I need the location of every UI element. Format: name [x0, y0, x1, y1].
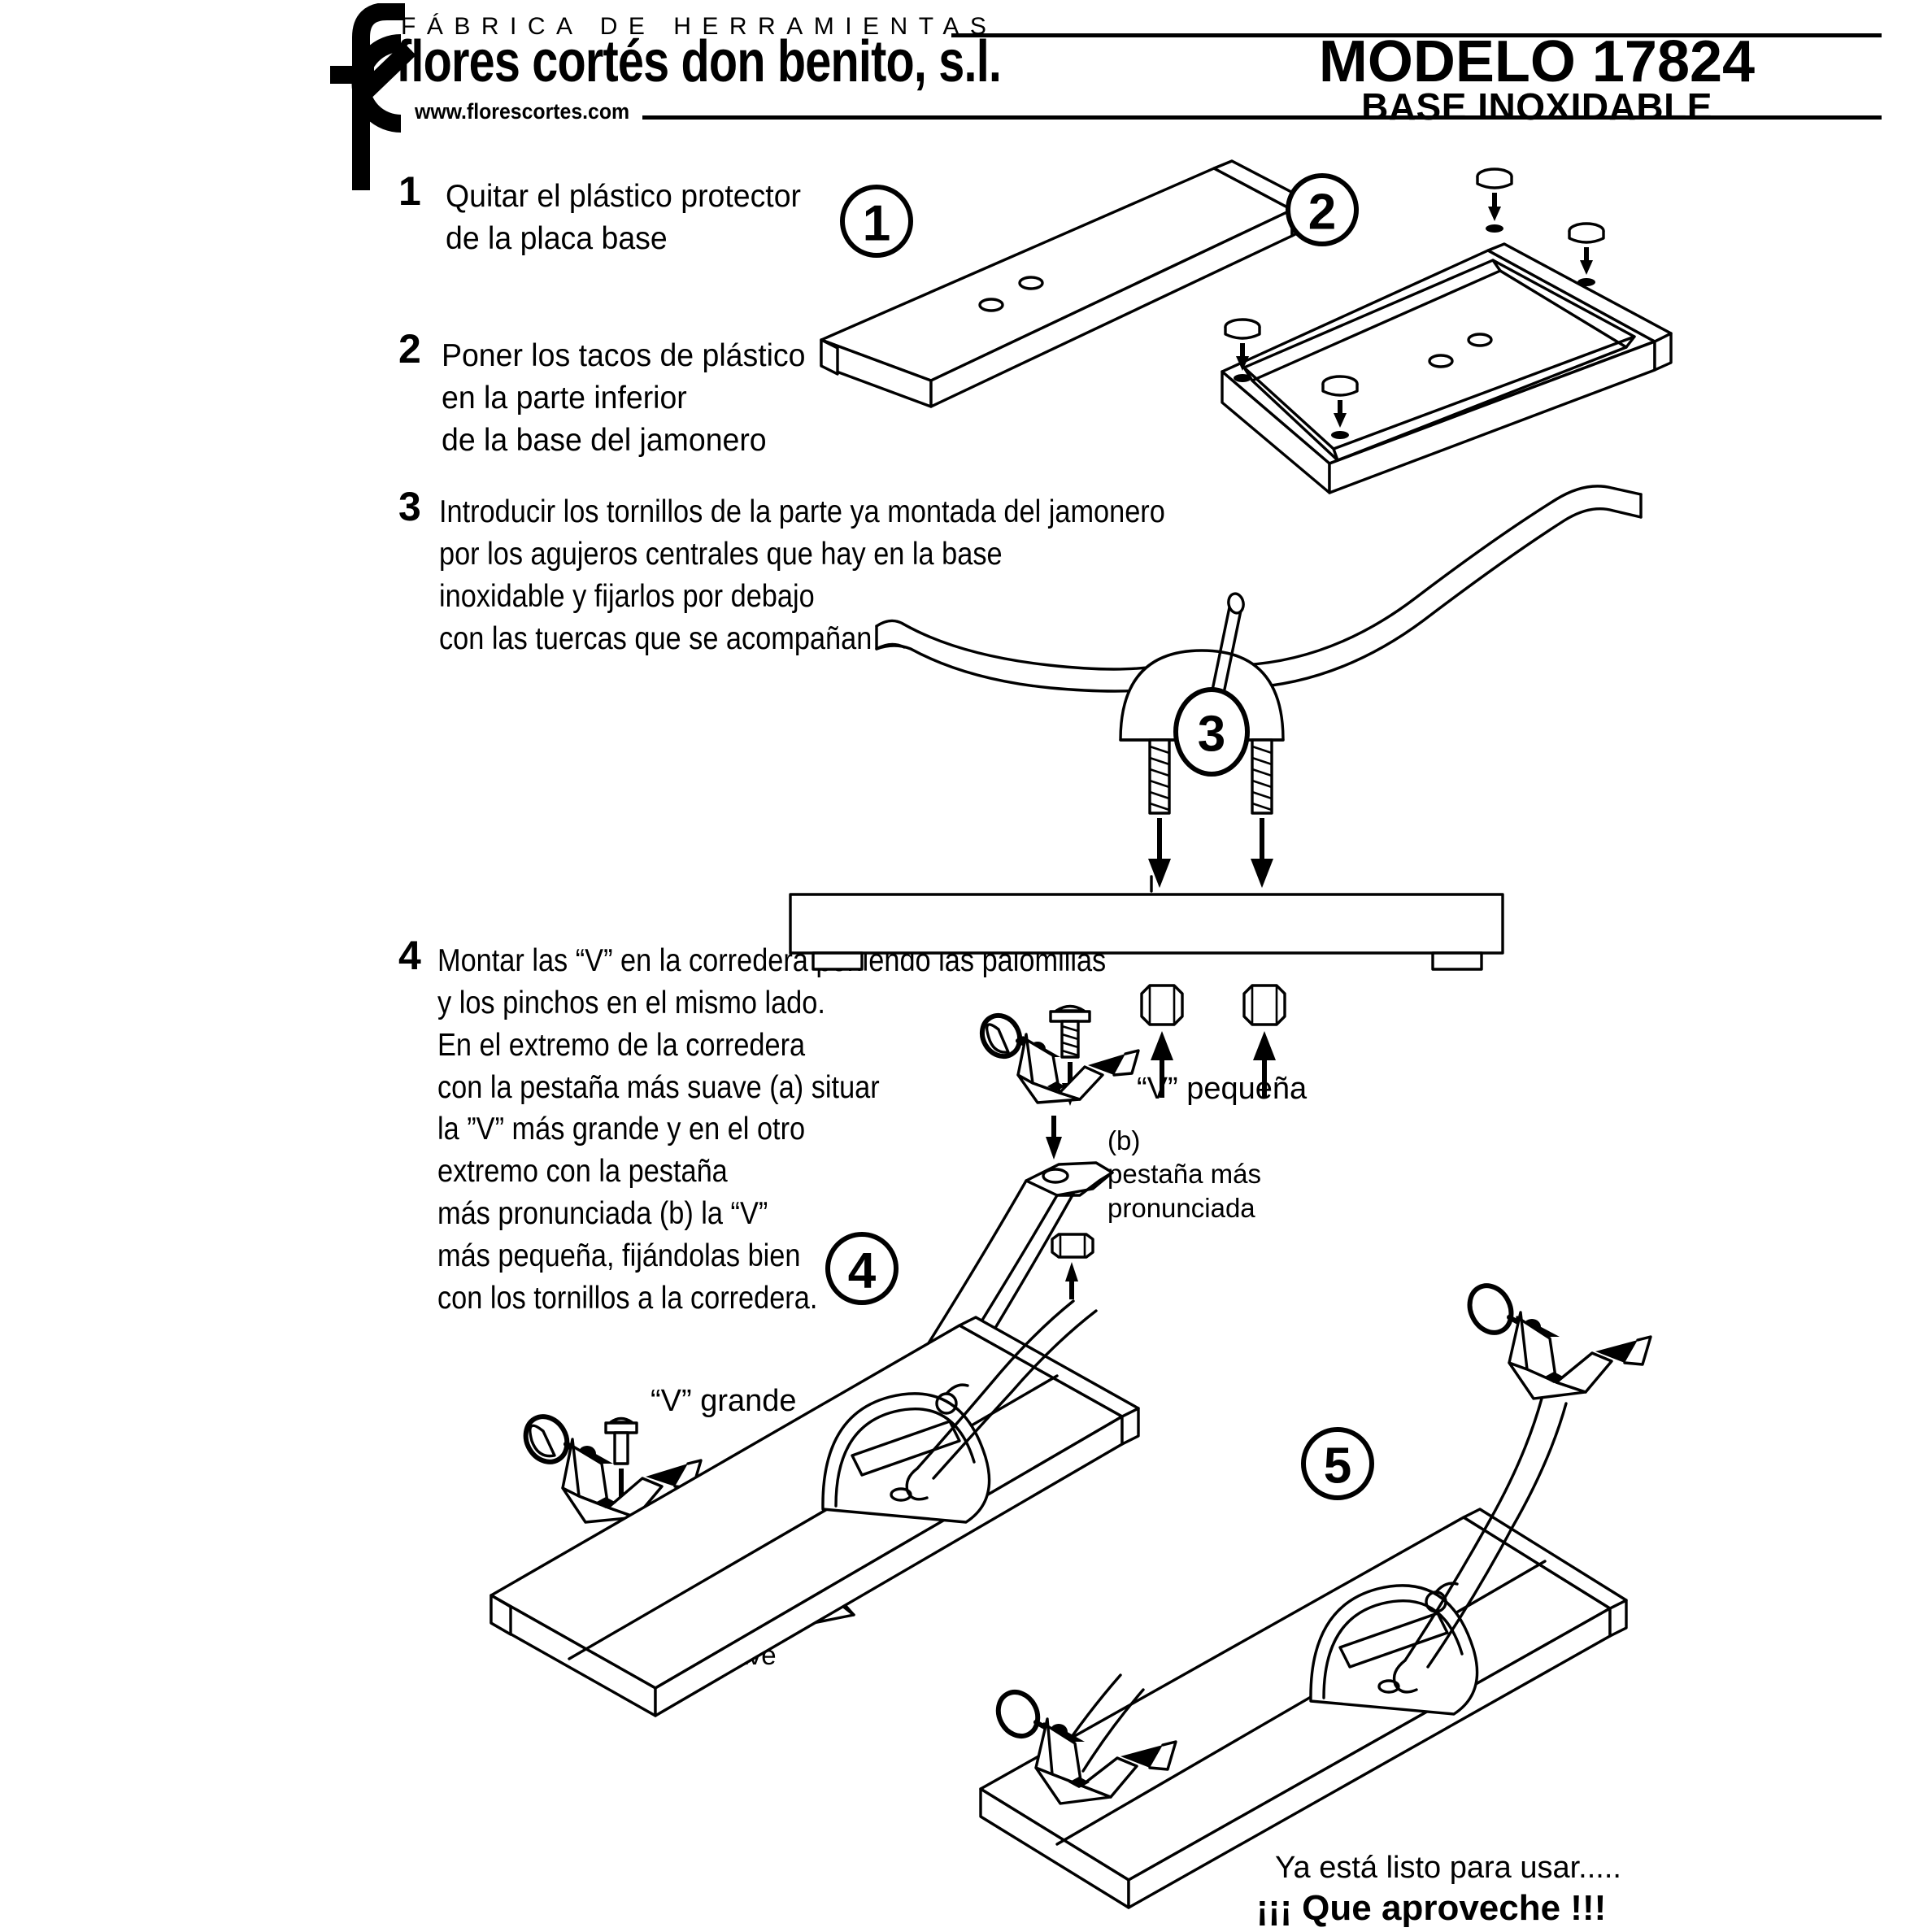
label-pestana-pronunciada: (b) pestaña más pronunciada — [1107, 1125, 1261, 1223]
fc-monogram-logo-icon — [330, 3, 416, 190]
step-3-number: 3 — [398, 484, 421, 529]
step-4-number: 4 — [398, 933, 421, 978]
header-rule-top — [951, 33, 1882, 37]
step-3-text: Introducir los tornillos de la parte ya … — [439, 494, 1165, 656]
header-company-name: flores cortés don benito, s.l. — [396, 29, 1002, 94]
step-2-text: Poner los tacos de plástico en la parte … — [442, 338, 806, 458]
footer-enjoy-text: ¡¡¡ Que aproveche !!! — [1256, 1888, 1607, 1928]
svg-text:3: 3 — [1198, 707, 1225, 763]
screw-left — [1148, 738, 1171, 888]
header-rule-bottom — [642, 115, 1882, 120]
screw-right — [1251, 738, 1273, 888]
header-website: www.florescortes.com — [415, 99, 630, 124]
nut-left — [1140, 984, 1184, 1098]
svg-text:4: 4 — [848, 1243, 877, 1299]
header-model-number: MODELO 17824 — [1318, 29, 1756, 94]
label-v-grande: “V” grande — [651, 1384, 797, 1418]
figure-step-3-assembly — [789, 485, 1643, 1098]
figure-step-4-exploded — [490, 1004, 1140, 1717]
svg-text:2: 2 — [1308, 185, 1336, 241]
svg-text:5: 5 — [1324, 1438, 1351, 1495]
step-1-text: Quitar el plástico protector de la placa… — [446, 179, 801, 256]
figure-step-2-plate-with-feet — [1221, 168, 1673, 494]
step5-v-small — [1467, 1283, 1652, 1400]
svg-text:1: 1 — [863, 196, 890, 252]
label-v-pequena: “V” pequeña — [1137, 1072, 1308, 1106]
header-tagline: FÁBRICA DE HERRAMIENTAS — [401, 13, 998, 40]
step-1-number: 1 — [398, 168, 421, 214]
badge-step-4: 4 — [825, 1232, 899, 1305]
footer-ready-text: Ya está listo para usar..... — [1275, 1851, 1621, 1885]
badge-step-5: 5 — [1301, 1427, 1374, 1500]
step4-mounted-rail — [821, 1299, 1098, 1524]
v-large-bracket — [523, 1414, 703, 1590]
badge-step-2: 2 — [1286, 173, 1359, 246]
step5-v-large — [995, 1673, 1177, 1805]
figure-step-1-base-plate — [820, 159, 1312, 408]
header-subtitle: BASE INOXIDABLE — [1361, 85, 1712, 128]
step-2-number: 2 — [398, 326, 421, 372]
figure-step-5-final — [979, 1283, 1652, 1909]
sheet-header: FÁBRICA DE HERRAMIENTAS flores cortés do… — [0, 0, 1932, 190]
nut-right — [1242, 984, 1286, 1098]
badge-step-1: 1 — [840, 185, 913, 258]
badge-step-3: 3 — [1173, 687, 1250, 777]
v-small-bracket — [979, 1004, 1140, 1160]
